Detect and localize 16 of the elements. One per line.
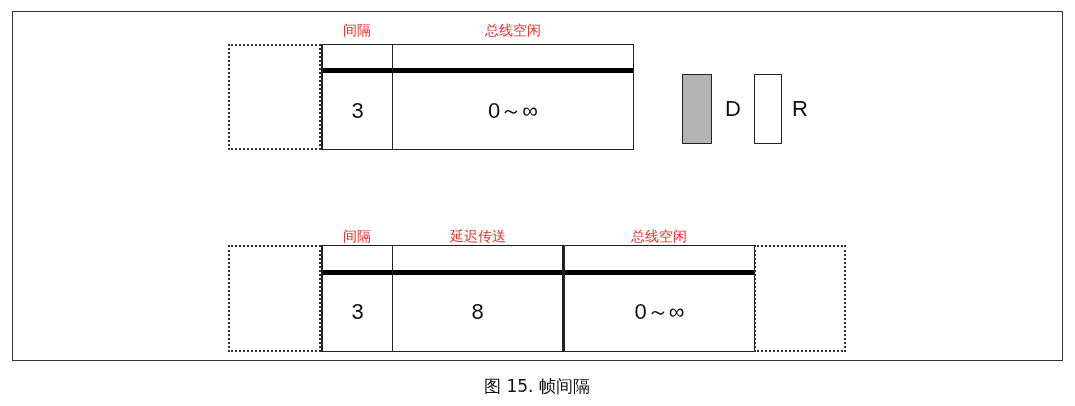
dashed-box [228,245,321,352]
timing-cell: 8 [392,245,563,352]
cell-heading: 总线空闲 [630,227,687,246]
legend-label: D [725,96,741,122]
dashed-box [228,44,321,150]
timing-cell: 3 [321,245,393,352]
cell-heading: 总线空闲 [485,21,541,40]
cell-heading: 间隔 [343,227,371,246]
timing-cell: 0～∞ [562,245,755,352]
cell-heading: 延迟传送 [449,227,506,246]
cell-heading: 间隔 [343,21,371,40]
timing-cell: 0～∞ [392,44,634,150]
figure-caption: 图 15. 帧间隔 [484,375,590,398]
dashed-box [754,245,846,352]
legend-label: R [792,96,808,122]
timing-cell: 3 [321,44,393,150]
